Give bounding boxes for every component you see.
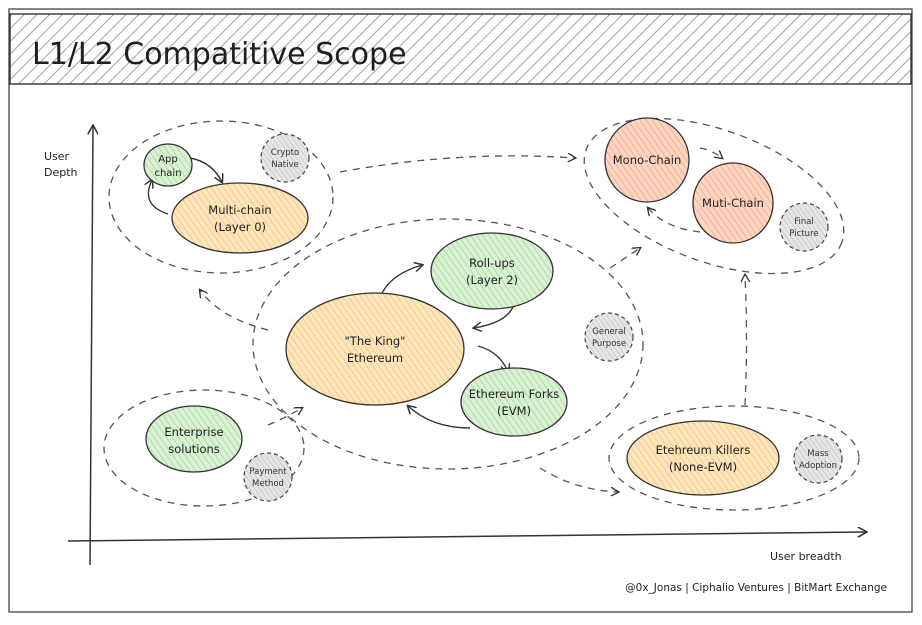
arrow-muti-to-mono <box>648 208 701 233</box>
node-rollups: Roll-ups (Layer 2) <box>430 232 554 310</box>
node-enterprise-solutions: Enterprise solutions <box>145 405 243 473</box>
credit-line: @0x_Jonas | Ciphalio Ventures | BitMart … <box>625 582 887 594</box>
svg-text:"The King": "The King" <box>345 334 406 348</box>
group-outline-bottom-left <box>103 389 305 507</box>
svg-text:App: App <box>158 154 178 165</box>
diagram-title: L1/L2 Compatitive Scope <box>32 37 407 72</box>
svg-text:Native: Native <box>271 160 299 170</box>
svg-text:Multi-chain: Multi-chain <box>208 203 271 217</box>
node-ethereum-killers: Etehreum Killers (None-EVM) <box>626 420 780 496</box>
svg-text:Payment: Payment <box>249 467 287 477</box>
title-banner: L1/L2 Compatitive Scope <box>9 13 912 85</box>
arrow-killers-to-topright <box>745 275 747 406</box>
arrow-mono-to-muti <box>699 147 722 158</box>
svg-text:Mono-Chain: Mono-Chain <box>613 153 682 167</box>
x-axis-label: User breadth <box>770 550 842 563</box>
node-ethereum-forks: Ethereum Forks (EVM) <box>460 367 568 437</box>
svg-text:Final: Final <box>794 217 814 227</box>
svg-text:Crypto: Crypto <box>271 148 299 158</box>
group-outline-top-left <box>108 120 334 274</box>
tag-crypto-native: Crypto Native <box>260 133 310 183</box>
node-muti-chain: Muti-Chain <box>692 162 774 244</box>
svg-text:chain: chain <box>154 168 181 179</box>
svg-text:Purpose: Purpose <box>592 339 626 349</box>
arrow-center-to-topright <box>609 248 640 269</box>
arrow-app-to-multichain <box>189 157 222 182</box>
arrow-multichain-to-app <box>148 180 169 215</box>
outer-frame <box>8 8 913 613</box>
arrow-center-to-topleft <box>200 290 269 331</box>
svg-text:Adoption: Adoption <box>799 461 837 471</box>
svg-text:General: General <box>592 327 626 337</box>
tag-mass-adoption: Mass Adoption <box>793 434 843 484</box>
svg-text:Mass: Mass <box>807 449 829 459</box>
svg-text:Etehreum Killers: Etehreum Killers <box>656 443 751 457</box>
arrow-center-to-killers <box>539 467 618 492</box>
svg-text:Roll-ups: Roll-ups <box>469 256 515 270</box>
group-outline-center <box>252 218 644 470</box>
tag-general-purpose: General Purpose <box>584 312 634 362</box>
tag-payment-method: Payment Method <box>243 452 293 502</box>
axes: User Depth User breadth <box>44 126 866 566</box>
svg-text:(None-EVM): (None-EVM) <box>669 460 737 474</box>
y-axis <box>90 126 93 566</box>
svg-text:Muti-Chain: Muti-Chain <box>702 196 764 210</box>
svg-text:(Layer 0): (Layer 0) <box>214 220 266 234</box>
group-outline-bottom-right <box>608 405 860 511</box>
svg-text:solutions: solutions <box>168 442 220 456</box>
arrow-forks-to-king <box>408 406 471 429</box>
arrow-enterprise-to-center <box>267 408 302 426</box>
svg-text:Picture: Picture <box>789 229 818 239</box>
svg-text:Ethereum: Ethereum <box>347 351 403 365</box>
svg-text:Method: Method <box>252 479 284 489</box>
arrow-crypto-to-final <box>339 156 575 173</box>
node-mono-chain: Mono-Chain <box>604 117 690 203</box>
svg-text:Ethereum Forks: Ethereum Forks <box>469 387 559 401</box>
x-axis <box>67 532 866 542</box>
node-app-chain: App chain <box>143 143 193 187</box>
group-outline-top-right <box>583 117 845 275</box>
svg-text:Enterprise: Enterprise <box>164 425 223 439</box>
node-multi-chain: Multi-chain (Layer 0) <box>171 182 309 254</box>
svg-text:(EVM): (EVM) <box>497 404 531 418</box>
y-axis-label-line2: Depth <box>44 166 78 179</box>
node-the-king-ethereum: "The King" Ethereum <box>285 292 465 406</box>
y-axis-label-line1: User <box>44 150 70 163</box>
svg-text:(Layer 2): (Layer 2) <box>466 273 518 287</box>
tag-final-picture: Final Picture <box>779 202 829 252</box>
